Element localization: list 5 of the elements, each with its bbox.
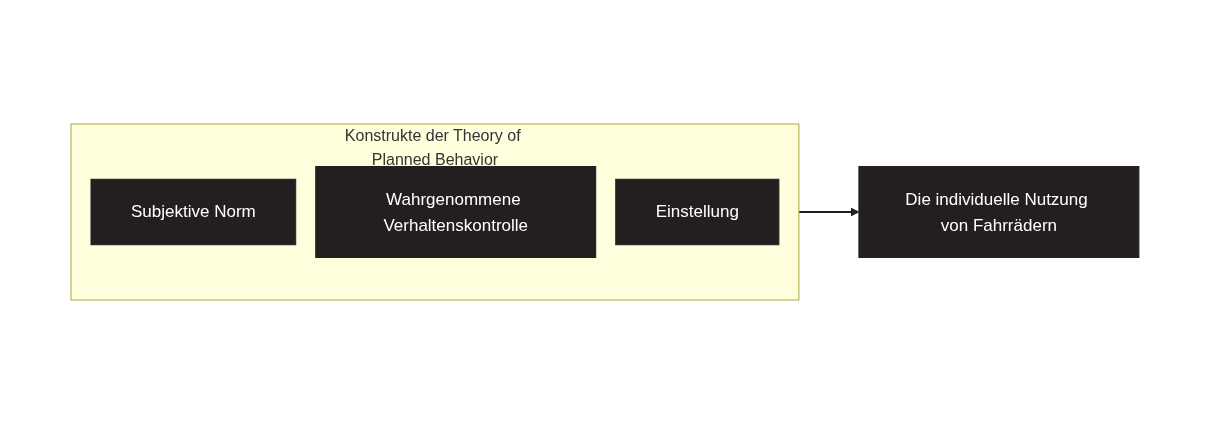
arrow [797,207,859,216]
node-box: Einstellung [614,178,779,245]
node-box: Die individuelle Nutzung von Fahrrädern [857,165,1139,258]
node-box: Wahrgenommene Verhaltenskontrolle [314,165,596,258]
node-box: Subjektive Norm [90,178,296,245]
